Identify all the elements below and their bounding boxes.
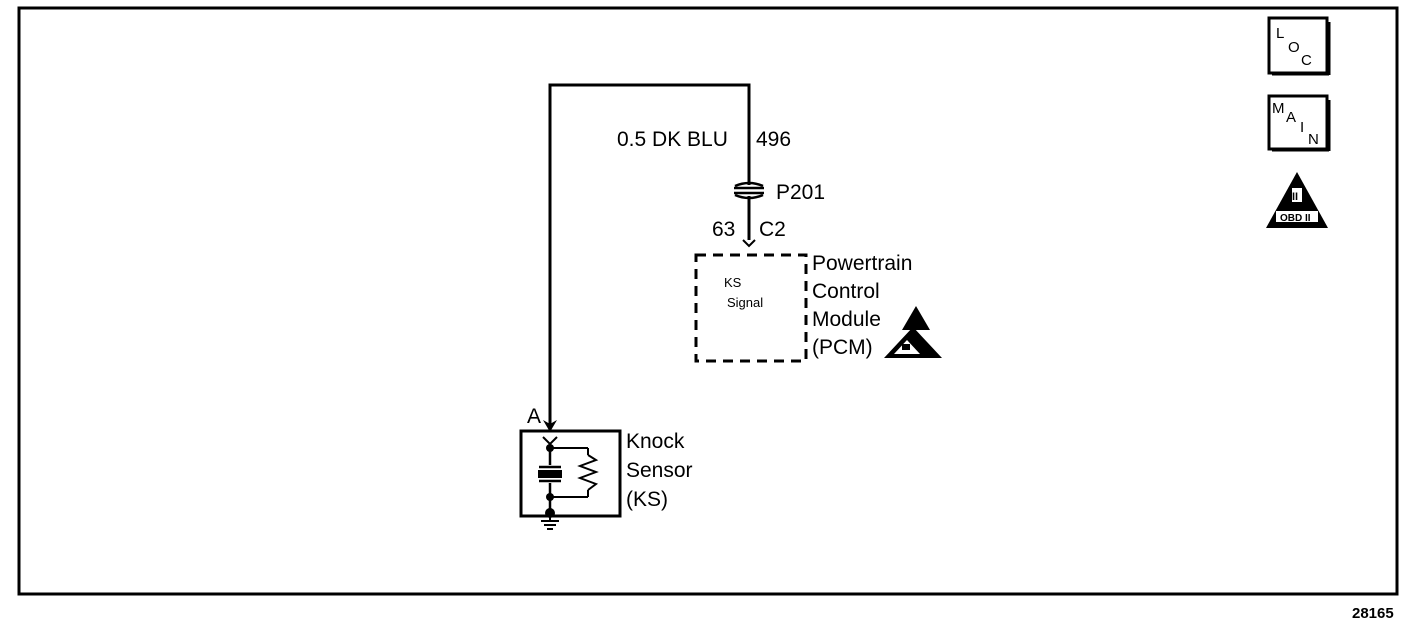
knock-sensor-name-1: Knock xyxy=(626,430,685,453)
loc-letter-l: L xyxy=(1276,25,1284,42)
knock-sensor-name-3: (KS) xyxy=(626,488,668,511)
connector-cavity: C2 xyxy=(759,218,786,241)
connector-p201-icon xyxy=(734,181,764,200)
pcm-name-line-4: (PCM) xyxy=(812,336,873,359)
pcm-name-line-2: Control xyxy=(812,280,880,303)
connector-name: P201 xyxy=(776,181,825,204)
ground-symbol-icon xyxy=(541,516,559,530)
knock-sensor-terminal: A xyxy=(527,405,541,428)
obd-label: OBD II xyxy=(1280,213,1311,224)
figure-number: 28165 xyxy=(1352,605,1394,622)
signal-wire xyxy=(548,83,751,432)
main-letter-m: M xyxy=(1272,100,1285,117)
wire-circuit-label: 496 xyxy=(756,128,791,151)
obd-top-label: II xyxy=(1292,191,1298,203)
obd-ii-icon[interactable]: II OBD II xyxy=(1266,172,1328,228)
loc-letter-o: O xyxy=(1288,39,1300,56)
esd-hand-warning-icon xyxy=(884,327,942,358)
diagram-frame xyxy=(17,6,1399,596)
pcm-name-line-1: Powertrain xyxy=(812,252,912,275)
resistor-icon xyxy=(577,454,599,491)
arrow-terminal-icon xyxy=(543,420,557,432)
main-icon[interactable]: M A I N xyxy=(1267,94,1331,152)
pcm-signal-label-1: KS xyxy=(724,275,742,290)
main-letter-a: A xyxy=(1286,109,1296,126)
esd-warning-icon xyxy=(902,306,930,330)
wire-color-label: 0.5 DK BLU xyxy=(617,128,728,151)
main-letter-n: N xyxy=(1308,131,1319,148)
pin-number: 63 xyxy=(712,218,735,241)
pcm-signal-label-2: Signal xyxy=(727,295,763,310)
pcm-terminal-icon xyxy=(742,239,756,248)
pcm-box xyxy=(694,253,808,363)
knock-sensor-name-2: Sensor xyxy=(626,459,693,482)
pcm-name-line-3: Module xyxy=(812,308,881,331)
main-letter-i: I xyxy=(1300,119,1304,136)
knock-sensor-box xyxy=(519,429,622,518)
loc-icon[interactable]: L O C xyxy=(1267,16,1331,76)
piezo-crystal-icon xyxy=(538,465,562,483)
knock-sensor-internal xyxy=(538,436,599,518)
loc-letter-c: C xyxy=(1301,52,1312,69)
